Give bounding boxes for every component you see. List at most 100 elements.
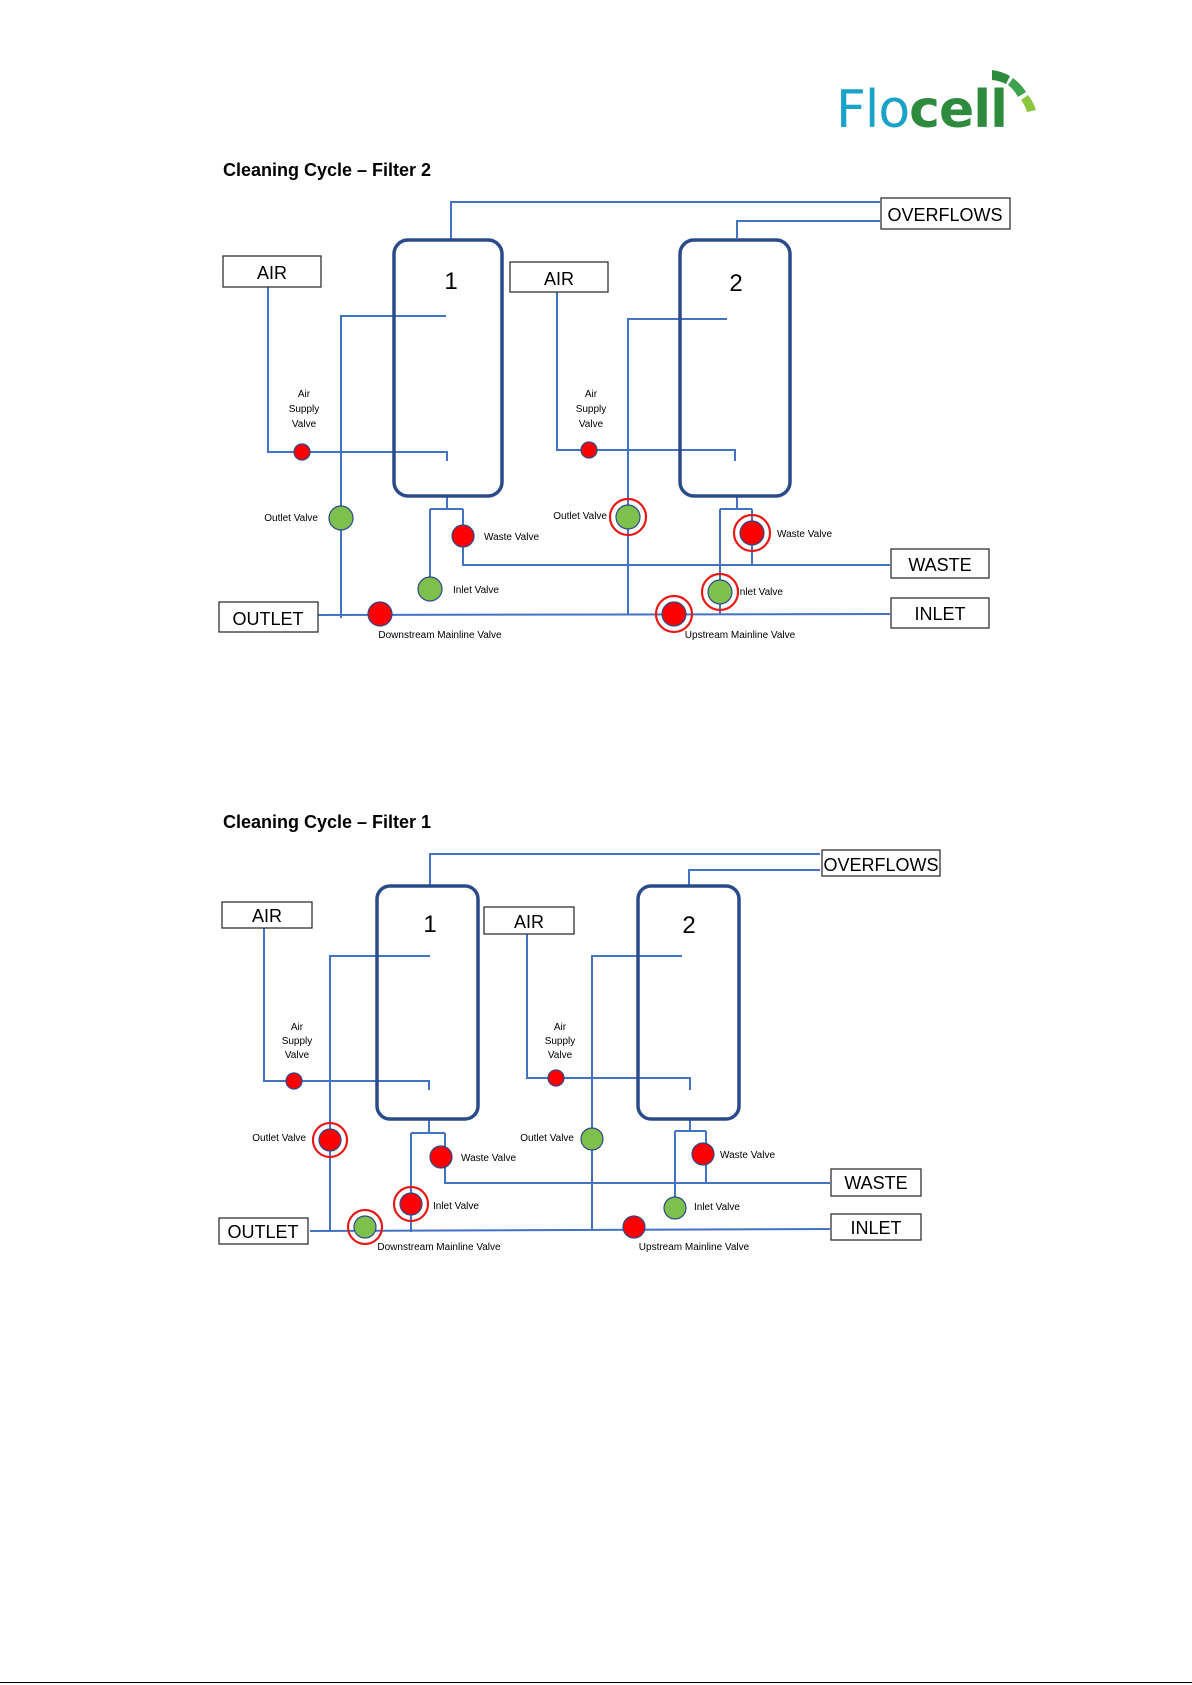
svg-text:Inlet Valve: Inlet Valve — [433, 1201, 479, 1212]
logo-wordmark: Flocell — [836, 84, 1008, 136]
downstream-valve — [346, 1208, 384, 1246]
diagram-title-filter-1: Cleaning Cycle – Filter 1 — [223, 812, 432, 832]
inlet-1-valve-open-icon — [417, 576, 443, 602]
outlet-2-valve-open-icon — [615, 504, 641, 530]
inlet-2-valve — [663, 1196, 687, 1220]
air-supply-1-valve — [293, 443, 311, 461]
outlet-1-valve-open-icon — [328, 505, 354, 531]
downstream-valve-open-icon — [353, 1215, 377, 1239]
svg-text:Downstream Mainline Valve: Downstream Mainline Valve — [377, 1242, 501, 1253]
upstream-valve-closed-icon — [622, 1215, 646, 1239]
waste-2-valve-closed-icon — [691, 1142, 715, 1166]
air-supply-1-valve-closed-icon — [293, 443, 311, 461]
svg-text:INLET: INLET — [914, 604, 965, 624]
svg-text:Upstream Mainline Valve: Upstream Mainline Valve — [685, 630, 796, 641]
filter-tank-2 — [678, 238, 792, 498]
svg-text:OUTLET: OUTLET — [232, 609, 303, 629]
waste-2-valve-closed-icon — [739, 520, 765, 546]
outlet-1-valve-closed-icon — [318, 1128, 342, 1152]
flocell-logo: Flocell — [836, 62, 1046, 142]
outlet-2-highlight-ring — [608, 497, 648, 537]
box-inlet: INLET — [890, 597, 990, 629]
filter-tank-1 — [392, 238, 504, 498]
svg-text:Outlet Valve: Outlet Valve — [520, 1133, 574, 1144]
outlet-2-valve — [608, 497, 648, 537]
tank-2-number: 2 — [682, 912, 695, 939]
valve-group — [285, 1069, 715, 1246]
svg-text:Outlet Valve: Outlet Valve — [264, 513, 318, 524]
svg-text:Waste Valve: Waste Valve — [777, 529, 832, 540]
outlet-2-valve — [580, 1127, 604, 1151]
valve-group — [293, 441, 772, 634]
outlet-2-valve-open-icon — [580, 1127, 604, 1151]
waste-1-valve — [429, 1145, 453, 1169]
svg-text:Valve: Valve — [548, 1050, 573, 1061]
diagram-title-filter-2: Cleaning Cycle – Filter 2 — [223, 160, 432, 180]
svg-text:OVERFLOWS: OVERFLOWS — [887, 205, 1002, 225]
waste-1-valve — [451, 524, 475, 548]
upstream-valve-closed-icon — [661, 601, 687, 627]
waste-2-highlight-ring — [732, 513, 772, 553]
box-air-2: AIR — [509, 261, 609, 293]
svg-text:AIR: AIR — [514, 912, 544, 932]
svg-text:Air: Air — [291, 1022, 304, 1033]
svg-text:WASTE: WASTE — [844, 1173, 907, 1193]
svg-text:OVERFLOWS: OVERFLOWS — [823, 855, 938, 875]
inlet-2-valve-open-icon — [663, 1196, 687, 1220]
logo-text-flo: Flo — [836, 80, 910, 140]
svg-text:AIR: AIR — [257, 263, 287, 283]
svg-text:Outlet Valve: Outlet Valve — [553, 511, 607, 522]
inlet-1-valve-closed-icon — [399, 1192, 423, 1216]
box-air-2: AIR — [483, 906, 575, 935]
box-air-1: AIR — [221, 901, 313, 929]
downstream-valve-closed-icon — [367, 601, 393, 627]
outlet-1-highlight-ring — [311, 1121, 349, 1159]
svg-text:AIR: AIR — [252, 906, 282, 926]
waste-2-valve — [732, 513, 772, 553]
air-supply-1-valve-closed-icon — [285, 1072, 303, 1090]
logo-arcs-icon — [992, 70, 1036, 112]
svg-text:Valve: Valve — [292, 419, 317, 430]
svg-text:Valve: Valve — [285, 1050, 310, 1061]
air-supply-2-valve-closed-icon — [580, 441, 598, 459]
air-supply-2-valve — [547, 1069, 565, 1087]
cleaning-cycle-filter-1-diagram: 1 2 OVERFLOWS AIR AIR WASTE OUTLET INLET… — [218, 849, 941, 1253]
svg-text:AIR: AIR — [544, 269, 574, 289]
svg-text:Outlet Valve: Outlet Valve — [252, 1133, 306, 1144]
upstream-highlight-ring — [654, 594, 694, 634]
box-overflows: OVERFLOWS — [880, 197, 1011, 230]
inlet-2-highlight-ring — [700, 572, 740, 612]
air-supply-1-valve — [285, 1072, 303, 1090]
svg-text:Supply: Supply — [545, 1036, 576, 1047]
upstream-valve — [622, 1215, 646, 1239]
inlet-1-valve — [417, 576, 443, 602]
filter-tank-2 — [636, 884, 741, 1121]
inlet-1-highlight-ring — [392, 1185, 430, 1223]
svg-text:Inlet Valve: Inlet Valve — [737, 587, 783, 598]
waste-2-valve — [691, 1142, 715, 1166]
box-outlet: OUTLET — [218, 1217, 309, 1245]
inlet-1-valve — [392, 1185, 430, 1223]
svg-text:Waste Valve: Waste Valve — [720, 1150, 775, 1161]
svg-text:Waste Valve: Waste Valve — [461, 1153, 516, 1164]
air-supply-2-valve — [580, 441, 598, 459]
svg-text:Inlet Valve: Inlet Valve — [453, 585, 499, 596]
upstream-valve — [654, 594, 694, 634]
svg-text:Inlet Valve: Inlet Valve — [694, 1202, 740, 1213]
svg-text:INLET: INLET — [850, 1218, 901, 1238]
air-supply-2-valve-closed-icon — [547, 1069, 565, 1087]
svg-text:Supply: Supply — [282, 1036, 313, 1047]
waste-1-valve-closed-icon — [429, 1145, 453, 1169]
svg-text:Upstream Mainline Valve: Upstream Mainline Valve — [639, 1242, 750, 1253]
svg-text:Waste Valve: Waste Valve — [484, 532, 539, 543]
outlet-1-valve — [328, 505, 354, 531]
box-overflows: OVERFLOWS — [821, 849, 941, 877]
box-waste: WASTE — [830, 1168, 922, 1197]
svg-text:Downstream Mainline Valve: Downstream Mainline Valve — [378, 630, 502, 641]
tank-1-number: 1 — [444, 268, 457, 295]
box-outlet: OUTLET — [218, 601, 319, 633]
cleaning-cycle-filter-2-diagram: 1 2 OVERFLOWS AIR AIR WASTE OUTLET INLET… — [218, 197, 1011, 641]
waste-1-valve-closed-icon — [451, 524, 475, 548]
svg-text:WASTE: WASTE — [908, 555, 971, 575]
